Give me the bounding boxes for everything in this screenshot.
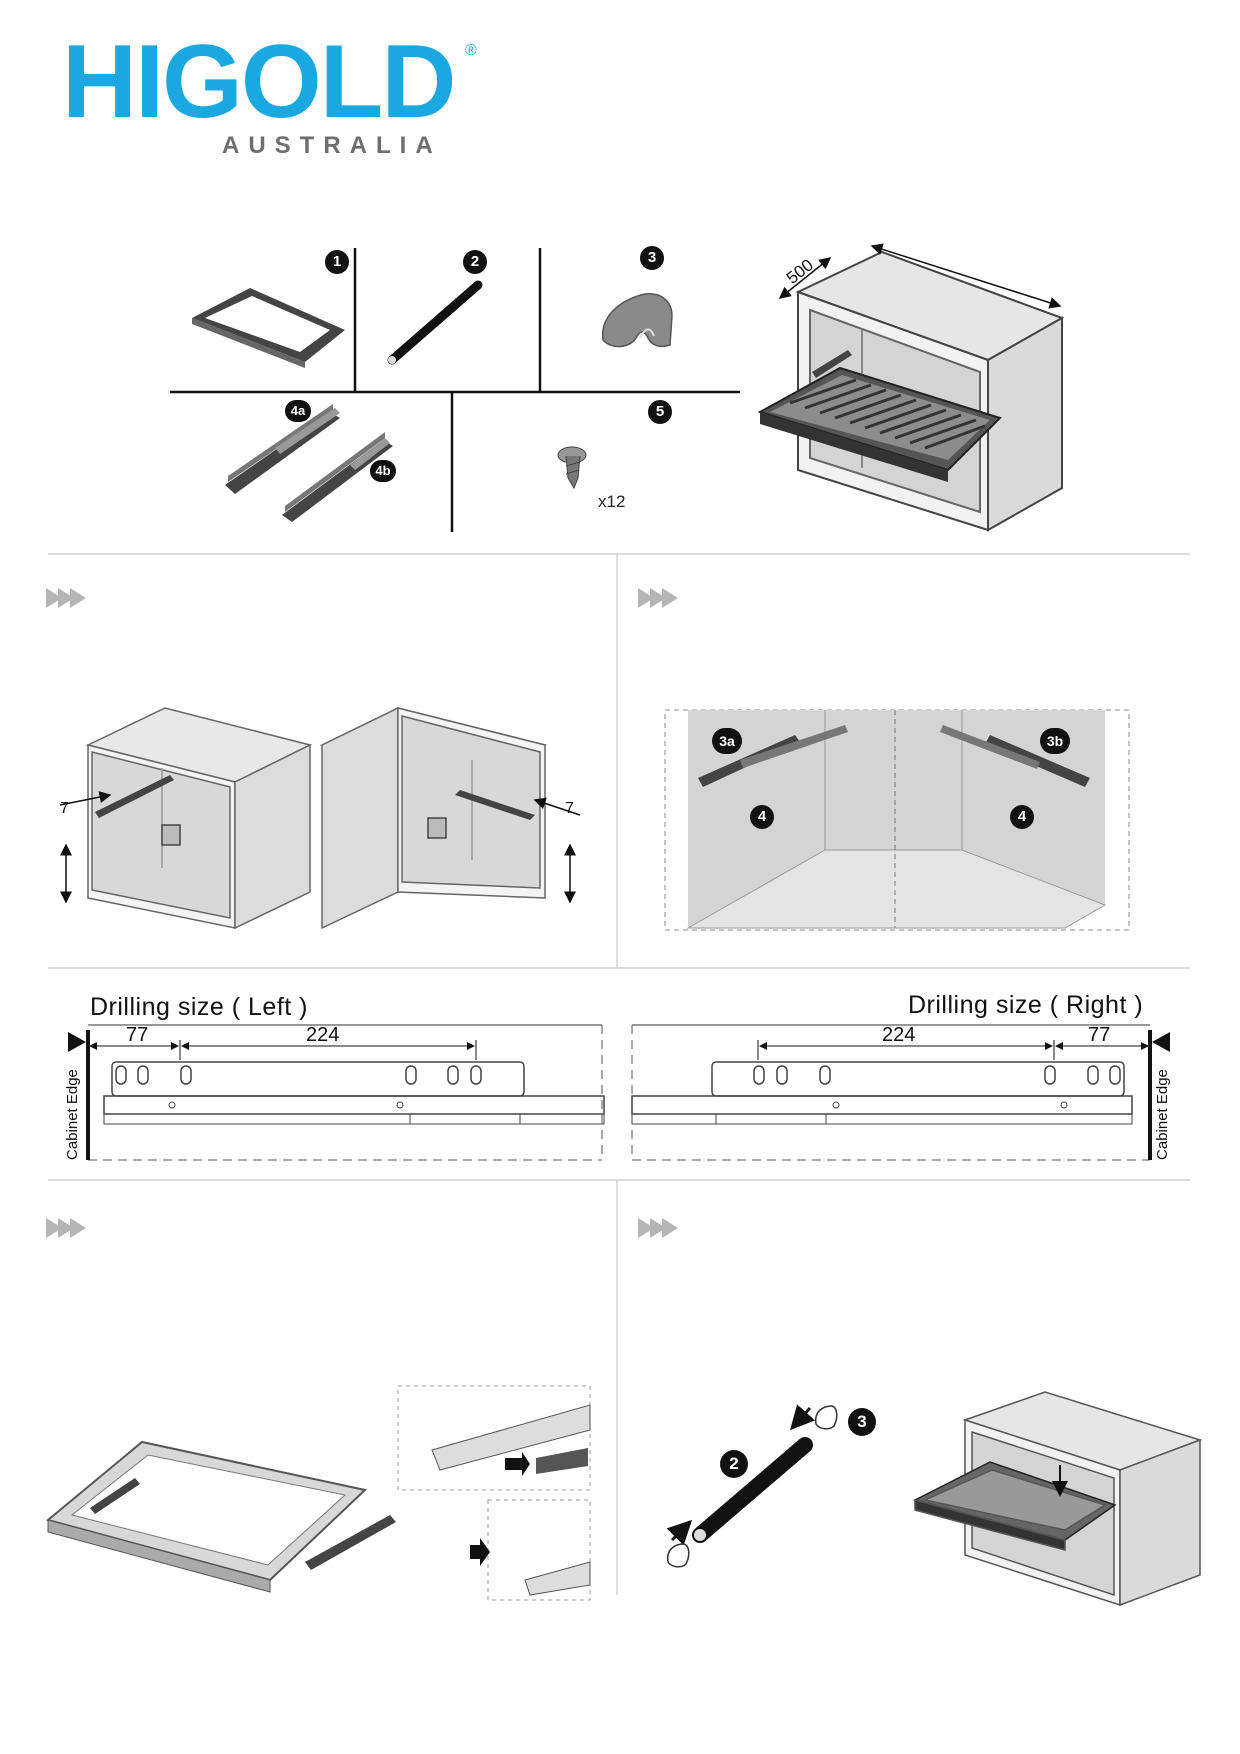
drilling-left-holes-dim: 224 [306,1024,340,1046]
step1-offset-left: 7 [60,800,69,817]
step2-rail-label-3b: 3b [1040,728,1070,754]
drilling-left-edge-label: Cabinet Edge [64,1069,81,1160]
step2-rail-label-3a: 3a [712,728,742,754]
step-arrows-icon [638,1218,678,1238]
part-badge-2: 2 [463,250,487,274]
registered-mark: ® [465,42,477,59]
part-badge-3: 3 [640,246,664,270]
step-arrows-icon [638,588,678,608]
section-dividers [48,553,1190,1595]
step1-dimensions [59,791,581,904]
step2-cabinet-interior [664,709,1130,931]
drilling-left-edge-dim: 77 [126,1024,149,1046]
overview-rack [757,350,1002,482]
brand-logo: HIGOLD [62,24,456,140]
brand-region: AUSTRALIA [222,132,442,159]
part-badge-1: 1 [325,250,349,274]
screw-quantity: x12 [598,492,626,511]
part-badge-4a: 4a [285,400,311,422]
part-badge-4b: 4b [370,460,396,482]
step3-detail-insets [397,1385,591,1601]
parts-grid [170,248,740,532]
slide-rail-4a-icon [225,404,340,494]
drilling-right [631,1024,1170,1161]
step4-cabinet-final [912,1391,1203,1607]
drilling-right-edge-dim: 77 [1088,1024,1111,1046]
frame-icon [192,288,345,368]
drilling-right-edge-label: Cabinet Edge [1154,1069,1171,1160]
rod-icon [387,280,483,365]
step2-screw-label-right: 4 [1010,805,1034,829]
step3-frame-with-rails [45,1440,396,1593]
part-badge-5: 5 [648,400,672,424]
step1-cabinet-left [85,707,313,930]
drilling-right-title: Drilling size ( Right ) [908,991,1144,1019]
step4-rod-label: 2 [720,1450,748,1478]
step1-offset-right: 7 [565,800,574,817]
step-arrows-icon [46,1218,86,1238]
drilling-right-holes-dim: 224 [882,1024,916,1046]
step4-rod-assembly [666,1404,838,1568]
slide-rail-4b-icon [282,432,393,522]
step1-cabinet-right [319,706,548,930]
step2-screw-label-left: 4 [750,805,774,829]
step-arrows-icon [46,588,86,608]
drilling-left [68,1024,605,1161]
overview-dimensions [778,243,1062,309]
drilling-left-title: Drilling size ( Left ) [90,993,308,1021]
step4-bracket-label: 3 [848,1408,876,1436]
screw-icon [557,446,587,490]
rod-bracket-icon [602,293,673,348]
